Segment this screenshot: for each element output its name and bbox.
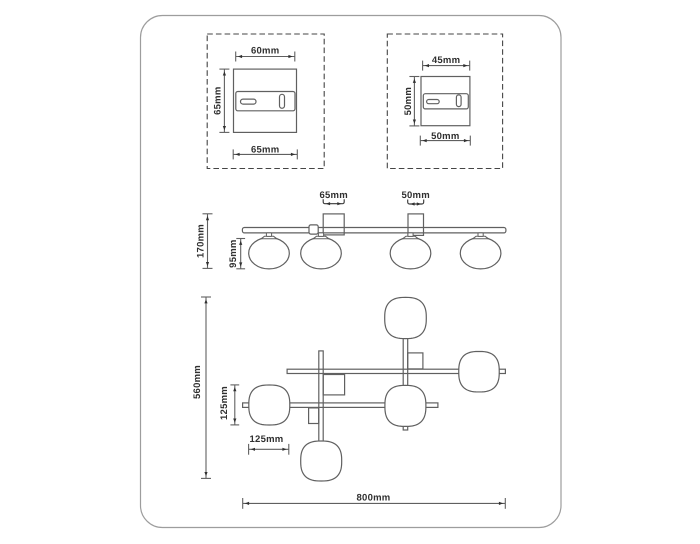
svg-text:800mm: 800mm — [357, 492, 391, 503]
svg-text:125mm: 125mm — [250, 434, 284, 445]
svg-text:170mm: 170mm — [195, 224, 206, 258]
svg-text:125mm: 125mm — [219, 386, 230, 420]
svg-text:95mm: 95mm — [228, 239, 239, 267]
svg-text:50mm: 50mm — [431, 131, 459, 142]
svg-text:60mm: 60mm — [251, 45, 279, 56]
svg-text:50mm: 50mm — [403, 87, 414, 115]
svg-text:65mm: 65mm — [213, 86, 224, 114]
svg-text:65mm: 65mm — [319, 190, 347, 201]
svg-text:50mm: 50mm — [401, 190, 429, 201]
svg-text:65mm: 65mm — [251, 145, 279, 156]
svg-text:560mm: 560mm — [192, 365, 203, 399]
svg-text:45mm: 45mm — [432, 55, 460, 66]
